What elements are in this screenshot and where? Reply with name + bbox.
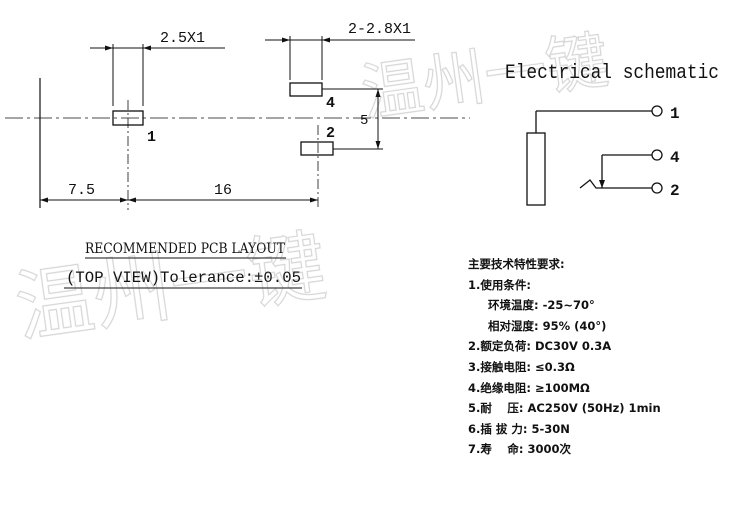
pad-2-label: 2 <box>326 125 335 142</box>
dim-2-8-label: 2-2.8X1 <box>348 21 411 38</box>
dim-2-5-label: 2.5X1 <box>160 30 205 47</box>
schematic-title: Electrical schematic <box>505 62 719 85</box>
pad-2 <box>300 141 334 156</box>
spec-item: 相对湿度: 95% (40°) <box>488 318 607 333</box>
pin-1-terminal <box>651 105 663 117</box>
dim-16-label: 16 <box>214 182 232 199</box>
layout-subtitle: (TOP VIEW)Tolerance:±0.05 <box>66 269 301 287</box>
spec-item: 7.寿 命: 3000次 <box>468 442 571 457</box>
spec-item: 5.耐 压: AC250V (50Hz) 1min <box>468 401 661 416</box>
pad-4-label: 4 <box>326 95 335 112</box>
pin-2-terminal <box>651 182 663 194</box>
spec-item: 4.绝缘电阻: ≥100MΩ <box>468 380 590 395</box>
pin-4-terminal <box>651 149 663 161</box>
dim-5-label: 5 <box>360 113 368 129</box>
specs-panel: 主要技术特性要求: 1.使用条件: 环境温度: -25~70° 相对湿度: 95… <box>468 254 743 460</box>
spec-item: 环境温度: -25~70° <box>488 298 595 313</box>
spec-item: 1.使用条件: <box>468 277 531 292</box>
pad-1-label: 1 <box>147 129 156 146</box>
spec-item: 3.接触电阻: ≤0.3Ω <box>468 359 575 374</box>
watermark-bottom: 温州一键 <box>10 221 332 354</box>
watermark-top: 温州一键 <box>357 23 613 130</box>
jack-body <box>526 132 546 206</box>
pad-4 <box>289 82 323 97</box>
pin-1-label: 1 <box>670 105 680 123</box>
layout-title: RECOMMENDED PCB LAYOUT <box>85 241 286 257</box>
spec-item: 6.插 拔 力: 5-30N <box>468 421 570 436</box>
pin-2-label: 2 <box>670 182 680 200</box>
pin-4-label: 4 <box>670 149 680 167</box>
specs-heading: 主要技术特性要求: <box>468 257 565 271</box>
spec-item: 2.额定负荷: DC30V 0.3A <box>468 339 612 354</box>
dim-7-5-label: 7.5 <box>68 182 95 199</box>
